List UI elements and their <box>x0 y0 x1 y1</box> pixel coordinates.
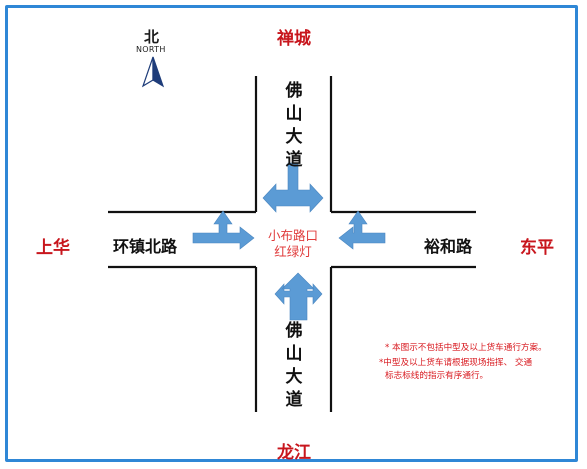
north-approach-arrow-icon <box>262 162 324 213</box>
intersection-label-line1: 小布路口 <box>267 228 318 243</box>
intersection-label-line2: 红绿灯 <box>274 244 312 259</box>
map-frame <box>5 5 578 462</box>
south-road-name: 佛山大道 <box>285 321 303 410</box>
note-2-line-1: *中型及以上货车请根据现场指挥、 交通 <box>379 358 533 368</box>
east-road-name: 裕和路 <box>424 237 473 256</box>
compass-needle-icon <box>141 56 165 88</box>
west-road-name: 环镇北路 <box>113 237 178 256</box>
direction-north-label: 禅城 <box>277 29 311 49</box>
direction-south-label: 龙江 <box>277 443 311 463</box>
north-road-name: 佛山大道 <box>285 81 303 170</box>
west-approach-arrow-icon <box>192 210 255 250</box>
note-1: * 本图示不包括中型及以上货车通行方案。 <box>385 343 547 353</box>
direction-east-label: 东平 <box>520 238 554 258</box>
direction-west-label: 上华 <box>36 238 70 258</box>
compass-north-cn: 北 <box>144 28 160 46</box>
intersection-label: 小布路口 红绿灯 <box>253 228 333 260</box>
compass-north-en: NORTH <box>136 45 166 54</box>
note-2-line-2: 标志标线的指示有序通行。 <box>385 371 489 381</box>
south-approach-arrow-icon <box>274 272 323 321</box>
east-approach-arrow-icon <box>338 210 386 250</box>
